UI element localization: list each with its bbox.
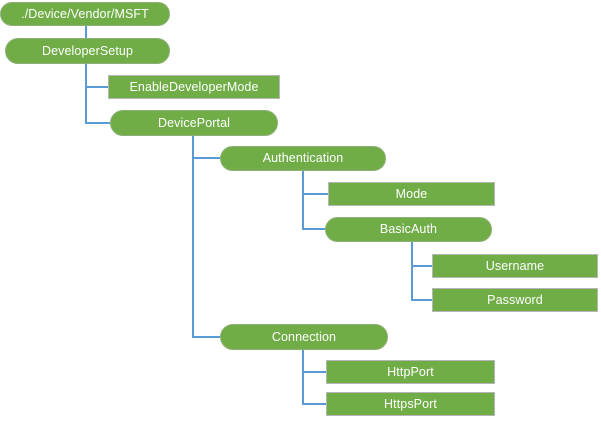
tree-node-label: HttpsPort bbox=[384, 396, 437, 411]
tree-node-label: DeveloperSetup bbox=[41, 43, 134, 58]
tree-node-username[interactable]: Username bbox=[432, 254, 598, 278]
tree-node-deviceportal[interactable]: DevicePortal bbox=[110, 110, 278, 136]
tree-node-mode[interactable]: Mode bbox=[328, 182, 495, 206]
tree-node-httpsport[interactable]: HttpsPort bbox=[326, 392, 495, 416]
connector-authentication-to-mode bbox=[302, 171, 328, 195]
tree-node-label: HttpPort bbox=[387, 364, 434, 379]
tree-node-basicauth[interactable]: BasicAuth bbox=[325, 217, 492, 242]
tree-node-connection[interactable]: Connection bbox=[220, 324, 388, 350]
tree-node-authentication[interactable]: Authentication bbox=[220, 146, 386, 171]
tree-node-label: Authentication bbox=[262, 151, 344, 166]
tree-node-label: ./Device/Vendor/MSFT bbox=[21, 6, 149, 21]
tree-node-httpport[interactable]: HttpPort bbox=[326, 360, 495, 384]
tree-node-label: Mode bbox=[395, 186, 428, 201]
tree-node-label: EnableDeveloperMode bbox=[129, 79, 259, 94]
connector-basicauth-to-password bbox=[411, 242, 432, 301]
connector-developersetup-to-deviceportal bbox=[85, 64, 110, 124]
tree-node-label: DevicePortal bbox=[157, 115, 231, 130]
connector-connection-to-httpport bbox=[302, 350, 326, 373]
tree-node-root[interactable]: ./Device/Vendor/MSFT bbox=[0, 2, 170, 26]
tree-node-label: BasicAuth bbox=[379, 222, 438, 237]
tree-node-enabledevelopermode[interactable]: EnableDeveloperMode bbox=[108, 75, 280, 99]
connector-authentication-to-basicauth bbox=[302, 171, 325, 230]
tree-node-password[interactable]: Password bbox=[432, 288, 598, 312]
tree-node-label: Username bbox=[485, 258, 545, 273]
tree-node-label: Connection bbox=[271, 329, 337, 344]
connector-deviceportal-to-connection bbox=[192, 136, 220, 338]
connector-connection-to-httpsport bbox=[302, 350, 326, 405]
tree-node-label: Password bbox=[487, 292, 543, 307]
connector-deviceportal-to-authentication bbox=[192, 136, 220, 159]
connector-developersetup-to-enabledevelopermode bbox=[85, 64, 108, 88]
tree-node-developersetup[interactable]: DeveloperSetup bbox=[5, 38, 170, 64]
connector-basicauth-to-username bbox=[411, 242, 432, 267]
